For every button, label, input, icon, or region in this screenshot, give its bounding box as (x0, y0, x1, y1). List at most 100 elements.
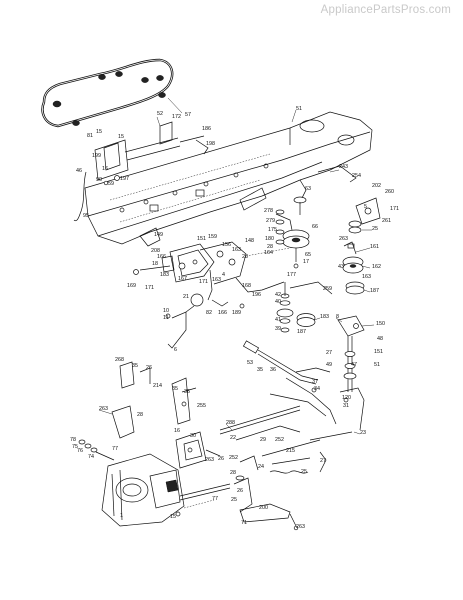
callout-53: 53 (247, 360, 253, 366)
callout-51: 51 (296, 106, 302, 112)
callout-78: 78 (70, 437, 76, 443)
callout-163: 163 (212, 277, 221, 283)
callout-196: 196 (252, 292, 261, 298)
callout-52: 52 (157, 111, 163, 117)
callout-36: 36 (270, 367, 276, 373)
callout-156: 156 (222, 242, 231, 248)
deck-lift-lever (337, 315, 365, 431)
callout-168: 168 (242, 283, 251, 289)
callout-35: 35 (257, 367, 263, 373)
callout-163: 163 (362, 274, 371, 280)
callout-27: 27 (320, 458, 326, 464)
callout-288: 288 (226, 420, 235, 426)
leader-lines (98, 169, 375, 435)
callout-28: 28 (230, 470, 236, 476)
callout-215: 215 (286, 448, 295, 454)
clutch-pulley-assembly (275, 179, 310, 269)
callout-259: 259 (323, 286, 332, 292)
callout-171: 171 (145, 285, 154, 291)
callout-48: 48 (377, 336, 383, 342)
lift-handle-rod (242, 340, 337, 425)
callout-39: 39 (275, 326, 281, 332)
callout-66: 66 (312, 224, 318, 230)
callout-208: 208 (151, 248, 160, 254)
callout-4: 4 (222, 272, 225, 278)
callout-243: 243 (339, 164, 348, 170)
callout-17: 17 (303, 259, 309, 265)
callout-187: 187 (370, 288, 379, 294)
callout-164: 164 (264, 250, 273, 256)
callout-199: 199 (92, 153, 101, 159)
callout-171: 171 (199, 279, 208, 285)
callout-202: 202 (372, 183, 381, 189)
washer-stack (276, 281, 333, 333)
callout-6: 6 (174, 347, 177, 353)
callout-197: 197 (120, 176, 129, 182)
callout-26: 26 (218, 456, 224, 462)
callout-75: 75 (72, 444, 78, 450)
callout-65: 65 (305, 252, 311, 258)
callout-180: 180 (265, 236, 274, 242)
callout-148: 148 (245, 238, 254, 244)
callout-263: 263 (205, 457, 214, 463)
lower-brake-arm (233, 475, 299, 531)
callout-214: 214 (153, 383, 162, 389)
callout-252: 252 (275, 437, 284, 443)
callout-77: 77 (212, 496, 218, 502)
callout-189: 189 (232, 310, 241, 316)
callout-177: 177 (287, 272, 296, 278)
callout-43: 43 (338, 264, 344, 270)
callout-162: 162 (372, 264, 381, 270)
callout-151: 151 (374, 349, 383, 355)
callout-252: 252 (229, 455, 238, 461)
callout-198: 198 (206, 141, 215, 147)
callout-31: 31 (343, 403, 349, 409)
callout-186: 186 (202, 126, 211, 132)
callout-35: 35 (132, 363, 138, 369)
callout-166: 166 (218, 310, 227, 316)
callout-10: 10 (163, 308, 169, 314)
callout-15: 15 (118, 134, 124, 140)
callout-76: 76 (77, 448, 83, 454)
callout-187: 187 (297, 329, 306, 335)
callout-74: 74 (88, 454, 94, 460)
callout-82: 82 (206, 310, 212, 316)
axle-hardware (78, 439, 115, 461)
callout-42: 42 (275, 292, 281, 298)
callout-24: 24 (258, 464, 264, 470)
callout-263: 263 (339, 236, 348, 242)
callout-36: 36 (184, 389, 190, 395)
callout-166: 166 (157, 254, 166, 260)
callout-261: 261 (382, 218, 391, 224)
callout-183: 183 (160, 272, 169, 278)
callout-163: 163 (232, 247, 241, 253)
callout-167: 167 (178, 276, 187, 282)
callout-77: 77 (112, 446, 118, 452)
callout-47: 47 (351, 362, 357, 368)
callout-21: 21 (183, 294, 189, 300)
idler-bracket-right (317, 165, 381, 234)
callout-34: 34 (314, 386, 320, 392)
callout-15: 15 (96, 129, 102, 135)
callout-175: 175 (268, 227, 277, 233)
callout-18: 18 (152, 261, 158, 267)
callout-16: 16 (102, 166, 108, 172)
callout-29: 29 (260, 437, 266, 443)
callout-11: 11 (163, 315, 169, 321)
callout-150: 150 (376, 321, 385, 327)
callout-27: 27 (326, 350, 332, 356)
transaxle (101, 453, 231, 527)
callout-40: 40 (275, 299, 281, 305)
transaxle-mount-bracket (175, 431, 221, 469)
callout-149: 149 (154, 232, 163, 238)
callout-59: 59 (108, 181, 114, 187)
callout-8: 8 (336, 314, 339, 320)
left-pivot-brackets (111, 361, 197, 439)
callout-263: 263 (99, 406, 108, 412)
callout-25: 25 (372, 226, 378, 232)
callout-254: 254 (352, 173, 361, 179)
idler-pulleys (342, 241, 365, 295)
callout-22: 22 (230, 435, 236, 441)
